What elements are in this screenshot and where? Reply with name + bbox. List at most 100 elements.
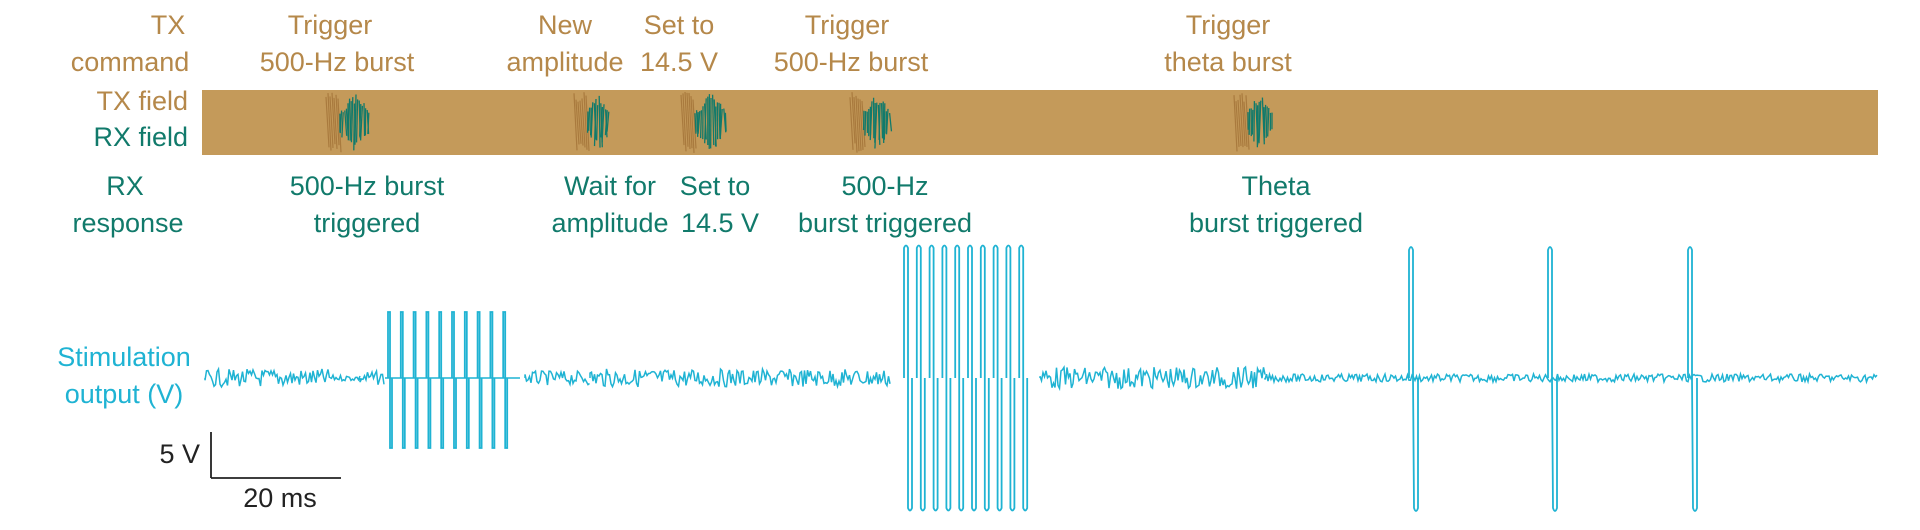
tx-burst-edge-stroke	[335, 94, 340, 146]
rx-field-label: RX field	[93, 122, 188, 152]
burst-1-pulse	[438, 311, 445, 449]
rx-burst-stroke	[339, 110, 343, 134]
rx-burst-stroke	[1258, 100, 1262, 144]
rx-annotation-1-line-1: 500-Hz burst	[290, 171, 445, 201]
tx-burst-edge-stroke	[581, 98, 586, 148]
tx-burst-edge-stroke	[1235, 101, 1240, 147]
rx-burst-stroke	[719, 108, 723, 136]
rx-annotation-3-line-1: Set to	[680, 171, 751, 201]
rx-burst-stroke	[601, 104, 605, 143]
tx-command-label-1: TX	[151, 10, 186, 40]
stimulation-trace	[204, 244, 1878, 512]
tx-burst-edge-stroke	[686, 92, 691, 149]
burst-1-pulse	[425, 311, 432, 449]
rx-annotation-1-line-2: triggered	[314, 208, 421, 238]
scale-bar-time-label: 20 ms	[243, 483, 317, 513]
tx-burst-edge-stroke	[688, 93, 693, 149]
stimulation-pulses	[387, 244, 1698, 512]
rx-annotation-3-line-2: 14.5 V	[681, 208, 759, 238]
rx-burst-stroke	[711, 94, 715, 146]
burst-2-pulse	[903, 244, 913, 512]
tx-annotation-2-line-2: amplitude	[506, 47, 623, 77]
tx-burst-edge-stroke	[583, 92, 588, 150]
tx-burst-edge-stroke	[849, 97, 854, 150]
tx-field-label: TX field	[96, 86, 188, 116]
rx-burst-stroke	[598, 95, 601, 148]
tx-annotation-4-line-2: 500-Hz burst	[774, 47, 929, 77]
rx-burst-stroke	[1267, 107, 1270, 137]
field-band	[202, 90, 1878, 155]
rx-burst-stroke	[1265, 106, 1268, 138]
rx-burst-stroke	[344, 110, 348, 136]
rx-burst-stroke	[363, 103, 366, 137]
rx-field-bursts	[325, 91, 1273, 153]
tx-burst-edge-stroke	[853, 97, 858, 153]
burst-2-pulse	[1005, 244, 1016, 512]
tx-annotation-3-line-1: Set to	[644, 10, 715, 40]
rx-burst-stroke	[869, 101, 873, 141]
rx-burst-stroke	[1257, 101, 1260, 143]
stimulation-label-1: Stimulation	[57, 342, 191, 372]
tx-burst-edge-stroke	[684, 91, 689, 147]
tx-burst-edge-stroke	[573, 93, 578, 151]
tx-burst-edge-stroke	[331, 92, 336, 145]
tx-burst-edge-stroke	[1233, 95, 1238, 152]
rx-annotation-2-line-2: amplitude	[551, 208, 668, 238]
theta-pulse	[1547, 246, 1558, 512]
burst-2-pulse	[915, 244, 926, 512]
row-labels: TX command TX field RX field RX response…	[57, 10, 191, 409]
rx-burst-stroke	[1263, 104, 1267, 138]
rx-burst-stroke	[347, 98, 351, 141]
burst-2-pulse	[941, 244, 952, 512]
rx-annotation-5-line-1: Theta	[1241, 171, 1311, 201]
rx-burst-stroke	[359, 104, 362, 137]
rx-burst-stroke	[694, 113, 697, 134]
burst-2-pulse	[928, 244, 939, 512]
rx-burst-stroke	[349, 101, 352, 141]
rx-response-label-1: RX	[106, 171, 144, 201]
burst-2-pulse	[1018, 244, 1029, 512]
rx-burst-stroke	[878, 102, 881, 140]
rx-burst-stroke	[354, 94, 357, 145]
scale-bar-voltage-label: 5 V	[159, 439, 200, 469]
tx-annotation-1-line-1: Trigger	[288, 10, 373, 40]
rx-burst-stroke	[888, 113, 893, 132]
tx-burst-edge-stroke	[333, 97, 338, 149]
burst-2-pulse	[992, 244, 1003, 512]
burst-1-pulse	[399, 311, 406, 449]
rx-burst-stroke	[589, 107, 592, 136]
rx-burst-stroke	[596, 105, 599, 141]
rx-burst-stroke	[353, 103, 356, 151]
burst-1-pulse	[387, 311, 393, 449]
burst-2-pulse	[954, 244, 965, 512]
tx-annotations: Trigger 500-Hz burst New amplitude Set t…	[260, 10, 1293, 77]
tx-burst-edge-stroke	[329, 96, 334, 148]
rx-burst-stroke	[359, 105, 364, 141]
tx-burst-edge-stroke	[1237, 99, 1242, 146]
tx-burst-edge-stroke	[680, 94, 685, 146]
burst-2-pulse	[979, 244, 990, 512]
tx-burst-edge-stroke	[325, 96, 330, 148]
rx-burst-stroke	[704, 98, 707, 144]
rx-annotation-4-line-1: 500-Hz	[841, 171, 928, 201]
tx-burst-edge-stroke	[857, 98, 862, 151]
rx-burst-stroke	[697, 111, 701, 134]
tx-field-band	[202, 90, 1878, 155]
rx-burst-stroke	[350, 97, 354, 143]
tx-burst-edge-stroke	[579, 100, 584, 146]
tx-burst-edge-stroke	[1241, 93, 1246, 146]
scale-bar: 5 V 20 ms	[159, 432, 341, 513]
rx-burst-stroke	[341, 112, 344, 138]
tx-burst-edge-stroke	[690, 96, 695, 153]
rx-burst-stroke	[882, 101, 885, 143]
rx-burst-stroke	[604, 110, 608, 136]
tx-burst-edge-stroke	[859, 99, 864, 150]
rx-burst-stroke	[885, 108, 889, 135]
rx-burst-stroke	[355, 99, 359, 143]
rx-annotations: 500-Hz burst triggered Wait for amplitud…	[290, 171, 1363, 238]
rx-burst-stroke	[367, 112, 370, 135]
rx-annotation-5-line-2: burst triggered	[1189, 208, 1363, 238]
rx-burst-stroke	[864, 111, 867, 136]
burst-1-pulse	[463, 311, 470, 449]
tx-annotation-4-line-1: Trigger	[805, 10, 890, 40]
